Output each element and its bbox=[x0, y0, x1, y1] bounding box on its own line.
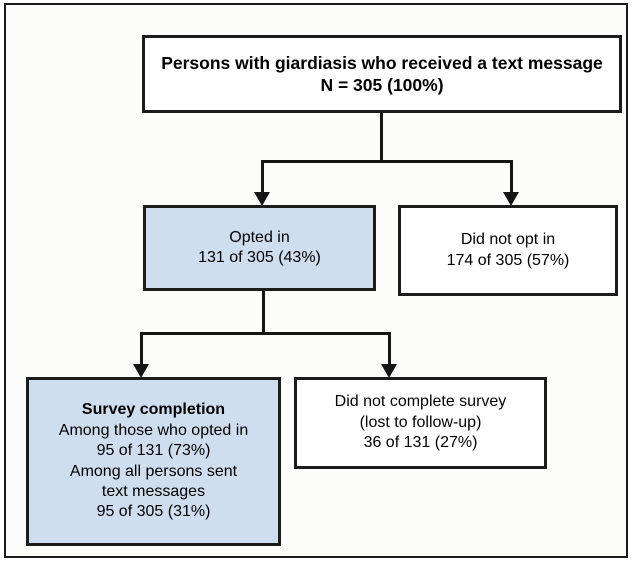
arrowhead-to-did-not-opt-in bbox=[503, 192, 519, 206]
node-line: 95 of 131 (73%) bbox=[96, 442, 211, 460]
connector-opted-in-to-not-complete bbox=[388, 332, 391, 365]
connector-opted-in-stem bbox=[262, 291, 265, 335]
connector-opted-in-crossbar bbox=[140, 332, 391, 335]
connector-top-stem bbox=[380, 113, 383, 163]
figure-frame: Persons with giardiasis who received a t… bbox=[4, 3, 628, 558]
connector-top-crossbar bbox=[261, 160, 513, 163]
node-line: Among those who opted in bbox=[58, 421, 249, 439]
node-line: Opted in bbox=[229, 228, 290, 246]
connector-top-to-did-not-opt-in bbox=[510, 160, 513, 193]
node-persons-received-text: Persons with giardiasis who received a t… bbox=[142, 35, 622, 113]
node-line: text messages bbox=[101, 482, 206, 500]
arrowhead-to-did-not-complete bbox=[381, 364, 397, 378]
arrowhead-to-survey-completion bbox=[133, 364, 149, 378]
node-survey-completion: Survey completion Among those who opted … bbox=[26, 377, 281, 546]
node-line: Did not complete survey bbox=[334, 393, 507, 411]
node-opted-in: Opted in 131 of 305 (43%) bbox=[143, 205, 376, 291]
node-line: 174 of 305 (57%) bbox=[446, 251, 570, 269]
node-line: (lost to follow-up) bbox=[359, 413, 482, 431]
node-line: Did not opt in bbox=[460, 231, 556, 249]
connector-opted-in-to-survey bbox=[140, 332, 143, 365]
node-line: Persons with giardiasis who received a t… bbox=[161, 52, 603, 73]
node-line: 131 of 305 (43%) bbox=[198, 249, 321, 266]
node-did-not-opt-in: Did not opt in 174 of 305 (57%) bbox=[398, 205, 618, 296]
node-line: 36 of 131 (27%) bbox=[363, 434, 478, 452]
arrowhead-to-opted-in bbox=[254, 192, 270, 206]
connector-top-to-opted-in bbox=[261, 160, 264, 193]
node-line: Among all persons sent bbox=[69, 462, 238, 480]
node-line: N = 305 (100%) bbox=[320, 75, 444, 95]
node-line: 95 of 305 (31%) bbox=[96, 503, 211, 521]
node-heading: Survey completion bbox=[81, 401, 226, 419]
node-did-not-complete-survey: Did not complete survey (lost to follow-… bbox=[294, 377, 547, 469]
